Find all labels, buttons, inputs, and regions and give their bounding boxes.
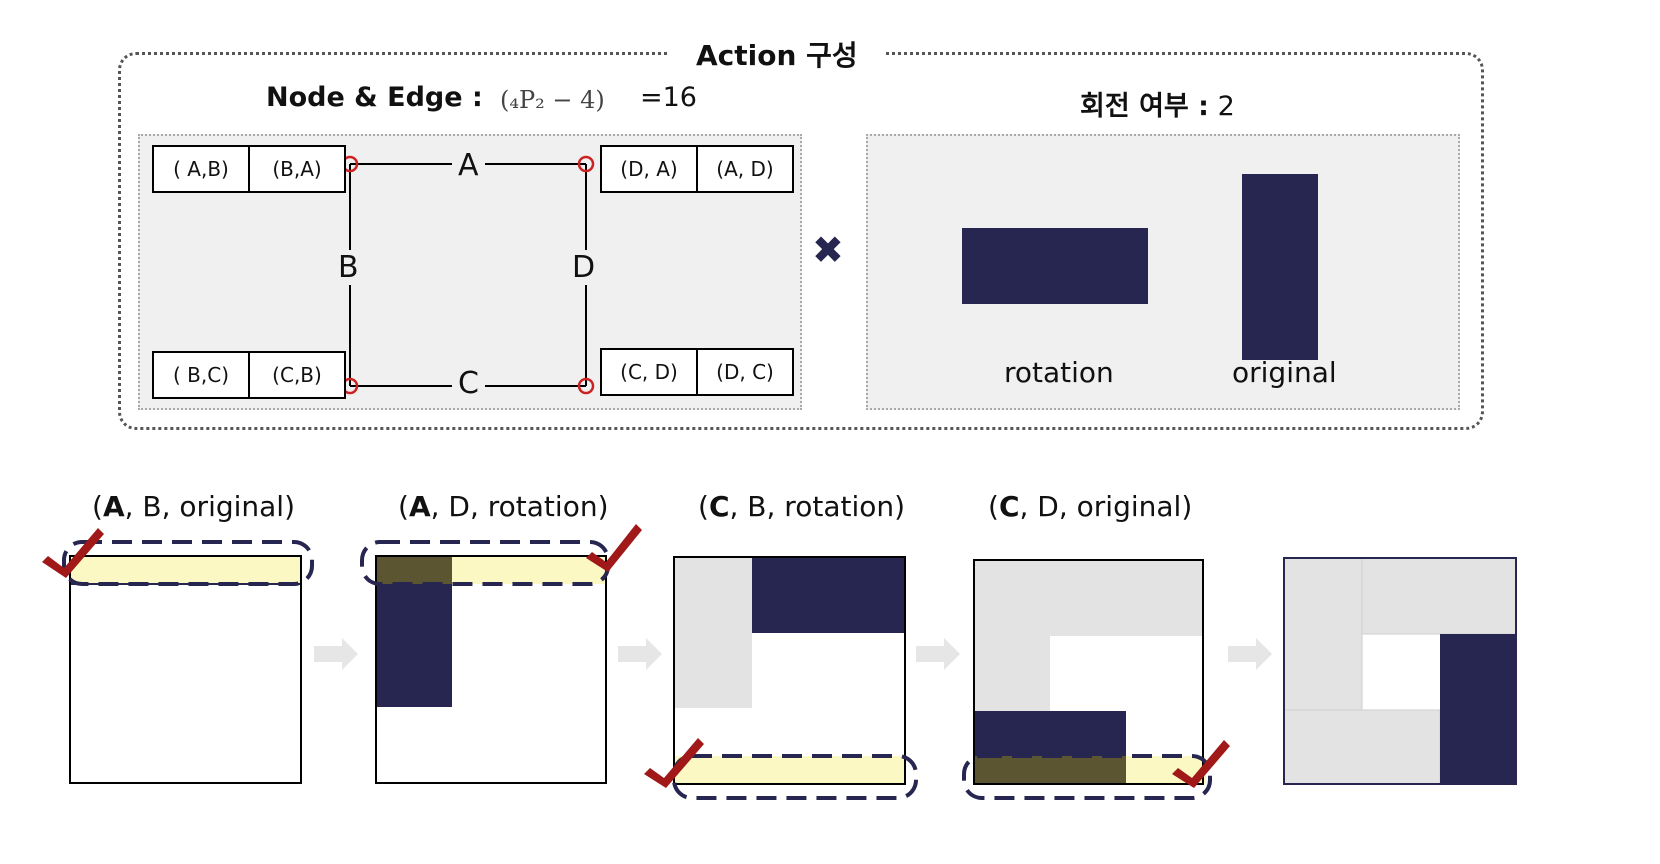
step-rest: , B, original) xyxy=(124,490,296,523)
step-4-check-icon xyxy=(1172,740,1230,788)
pair-box-bottom-right: (C, D) (D, C) xyxy=(600,348,794,396)
multiply-icon: ✖ xyxy=(812,228,844,272)
arrow-icon xyxy=(1228,638,1272,670)
arrow-icon xyxy=(916,638,960,670)
node-marker-bottom-right xyxy=(577,377,595,395)
pair-cell: (C, D) xyxy=(620,360,678,384)
step-1-label: (A, B, original) xyxy=(92,490,296,523)
step-edge: A xyxy=(102,490,125,523)
step-1-check-icon xyxy=(42,528,104,578)
final-board xyxy=(1283,557,1517,785)
edge-label-b: B xyxy=(332,250,365,285)
step-4-placed-block xyxy=(1050,560,1202,636)
step-4-label: (C, D, original) xyxy=(988,490,1193,523)
step-4-dashed-outline xyxy=(962,754,1212,800)
node-marker-top-right xyxy=(577,155,595,173)
pair-cell: (B,A) xyxy=(248,147,344,191)
step-3-placed-block xyxy=(674,557,752,708)
step-rest: , D, original) xyxy=(1019,490,1193,523)
pair-cell: (C,B) xyxy=(248,353,344,397)
step-edge: C xyxy=(708,490,730,523)
final-block xyxy=(1440,634,1516,784)
pair-cell: (D, C) xyxy=(696,350,792,394)
final-placed-block xyxy=(1283,709,1441,785)
step-1-board xyxy=(42,528,314,784)
edge-label-d: D xyxy=(566,250,602,285)
step-3-dashed-outline xyxy=(672,754,918,800)
rotation-count-label: 회전 여부 : 2 xyxy=(1080,84,1235,123)
rotation-value: 2 xyxy=(1217,91,1235,122)
edge-label-c: C xyxy=(452,366,485,401)
pair-cell: (D, A) xyxy=(620,157,678,181)
step-4-overlap xyxy=(974,756,1126,784)
step-4-placed-block xyxy=(974,560,1050,711)
pair-box-bottom-left: ( B,C) (C,B) xyxy=(152,351,346,399)
step-edge: A xyxy=(408,490,431,523)
final-placed-block xyxy=(1361,557,1517,635)
final-placed-block xyxy=(1283,557,1363,711)
step-3-block xyxy=(752,557,904,633)
step-4-board xyxy=(962,559,1230,800)
step-3-label: (C, B, rotation) xyxy=(698,490,906,523)
arrow-icon xyxy=(314,638,358,670)
pair-cell: ( A,B) xyxy=(173,157,229,181)
node-edge-formula: (₄P₂ − 4) xyxy=(500,86,605,114)
step-2-check-icon xyxy=(586,524,642,572)
step-1-dashed-outline xyxy=(62,540,314,586)
step-2-label: (A, D, rotation) xyxy=(398,490,609,523)
node-edge-label: Node & Edge : xyxy=(266,82,483,113)
step-2-board xyxy=(360,524,642,784)
step-rest: , B, rotation) xyxy=(729,490,906,523)
pair-box-top-right: (D, A) (A, D) xyxy=(600,145,794,193)
original-caption: original xyxy=(1232,356,1337,389)
pair-cell: (A, D) xyxy=(696,147,792,191)
rotation-block xyxy=(962,228,1148,304)
step-1-highlight xyxy=(69,555,302,585)
step-3-board xyxy=(644,556,918,800)
pair-box-top-left: ( A,B) (B,A) xyxy=(152,145,346,193)
step-2-overlap xyxy=(376,556,452,584)
pair-cell: ( B,C) xyxy=(172,363,229,387)
step-rest: , D, rotation) xyxy=(430,490,609,523)
node-edge-value: =16 xyxy=(640,82,697,113)
original-block xyxy=(1242,174,1318,360)
step-3-highlight xyxy=(674,756,906,784)
step-edge: C xyxy=(998,490,1020,523)
arrow-icon xyxy=(618,638,662,670)
rotation-caption: rotation xyxy=(1004,356,1114,389)
edge-label-a: A xyxy=(452,148,485,183)
rotation-label: 회전 여부 : xyxy=(1080,91,1209,122)
action-title: Action 구성 xyxy=(668,34,886,74)
step-3-check-icon xyxy=(644,738,704,788)
